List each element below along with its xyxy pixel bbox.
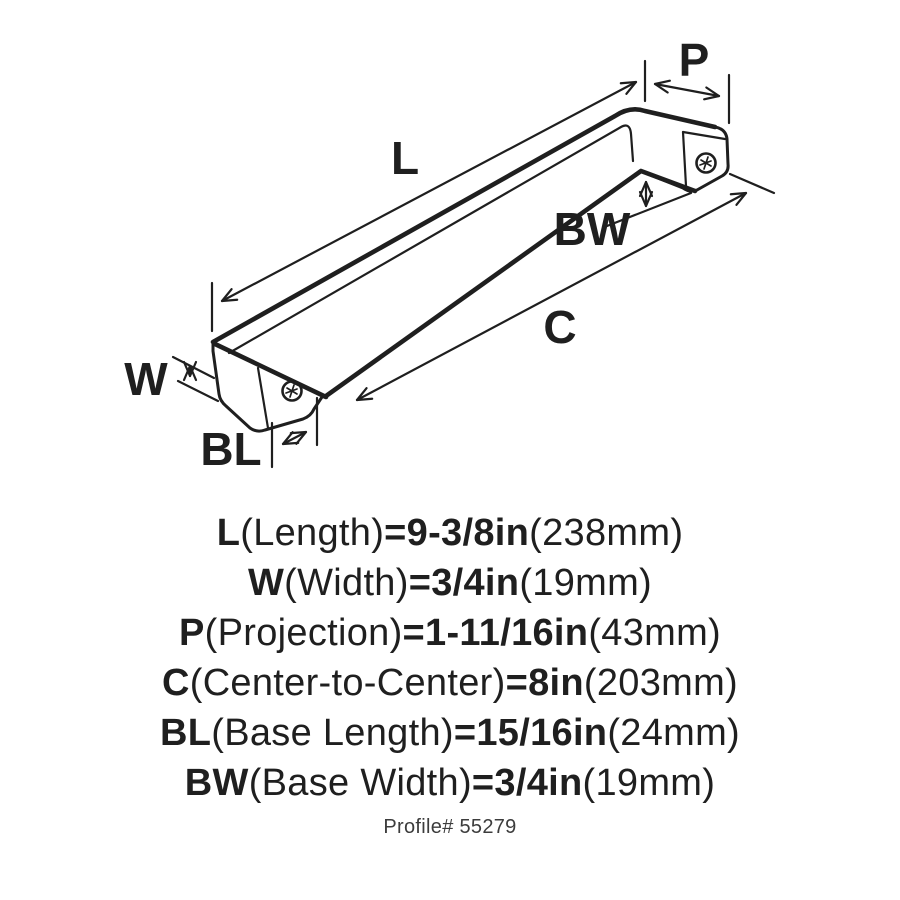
projection-arrow xyxy=(653,79,721,101)
spec-code: P xyxy=(179,612,205,654)
label-base-length: BL xyxy=(200,423,261,475)
spec-line-base-width: BW(Base Width)=3/4in(19mm) xyxy=(185,758,715,808)
spec-value: 3/4in xyxy=(494,762,583,804)
spec-eq: = xyxy=(453,712,477,754)
spec-eq: = xyxy=(384,512,407,554)
spec-value: 15/16in xyxy=(476,712,608,754)
spec-value: 9-3/8in xyxy=(406,512,530,554)
profile-number: Profile# 55279 xyxy=(383,816,517,838)
center-ext-line xyxy=(728,172,776,195)
label-width: W xyxy=(124,353,168,405)
center-arrow xyxy=(355,191,748,402)
dimension-center-to-center xyxy=(355,172,776,402)
spec-value: 3/4in xyxy=(431,562,520,604)
spec-line-center-to-center: C(Center-to-Center)=8in(203mm) xyxy=(162,658,738,708)
right-foot-face-left-edge xyxy=(681,130,688,188)
spec-metric: (203mm) xyxy=(583,662,738,704)
left-foot-facet-edge xyxy=(256,366,270,430)
handle-diagram-svg: L P BW C W BL xyxy=(124,34,776,475)
spec-metric: (19mm) xyxy=(582,762,716,804)
base-length-arrow xyxy=(281,430,308,446)
spec-line-projection: P(Projection)=1-11/16in(43mm) xyxy=(179,608,721,658)
spec-name: (Base Length) xyxy=(211,712,454,754)
bar-top-edge xyxy=(210,107,718,345)
spec-name: (Projection) xyxy=(204,612,403,654)
spec-list: L(Length)=9-3/8in(238mm) W(Width)=3/4in(… xyxy=(0,508,900,839)
right-screw-hole xyxy=(695,152,717,174)
spec-code: BL xyxy=(159,712,212,754)
spec-line-base-length: BL(Base Length)=15/16in(24mm) xyxy=(160,708,740,758)
bar-bottom-edge xyxy=(323,168,698,399)
spec-eq: = xyxy=(402,612,426,654)
spec-metric: (238mm) xyxy=(529,512,684,554)
spec-eq: = xyxy=(408,562,432,604)
label-center-to-center: C xyxy=(543,301,576,353)
spec-code: W xyxy=(247,562,285,604)
width-ext-line-top xyxy=(171,355,216,380)
dimension-length xyxy=(210,59,647,333)
spec-metric: (24mm) xyxy=(607,712,741,754)
spec-value: 1-11/16in xyxy=(425,612,589,654)
spec-name: (Width) xyxy=(284,562,409,604)
spec-code: C xyxy=(161,662,190,704)
spec-name: (Length) xyxy=(240,512,385,554)
spec-name: (Base Width) xyxy=(248,762,472,804)
spec-eq: = xyxy=(505,662,529,704)
label-length: L xyxy=(391,132,419,184)
dimension-projection xyxy=(653,73,731,125)
width-ext-line-bottom xyxy=(176,379,220,403)
length-arrow xyxy=(220,80,638,303)
label-projection: P xyxy=(679,34,710,86)
spec-value: 8in xyxy=(528,662,584,704)
spec-metric: (19mm) xyxy=(519,562,652,604)
spec-line-width: W(Width)=3/4in(19mm) xyxy=(248,558,652,608)
spec-eq: = xyxy=(471,762,495,804)
spec-metric: (43mm) xyxy=(588,612,721,654)
right-foot-face-top-edge xyxy=(681,130,727,141)
left-foot-top-edge xyxy=(212,341,329,400)
spec-name: (Center-to-Center) xyxy=(189,662,506,704)
left-screw-hole xyxy=(281,380,303,402)
label-base-width: BW xyxy=(554,203,631,255)
dimension-base-length xyxy=(270,396,319,469)
dimension-width xyxy=(171,355,220,403)
spec-line-length: L(Length)=9-3/8in(238mm) xyxy=(217,508,684,558)
handle-dimension-diagram: L P BW C W BL xyxy=(124,34,776,475)
spec-code: BW xyxy=(184,762,249,804)
spec-code: L xyxy=(216,512,241,554)
dimension-annotations xyxy=(171,59,776,469)
handle-body xyxy=(210,107,730,433)
